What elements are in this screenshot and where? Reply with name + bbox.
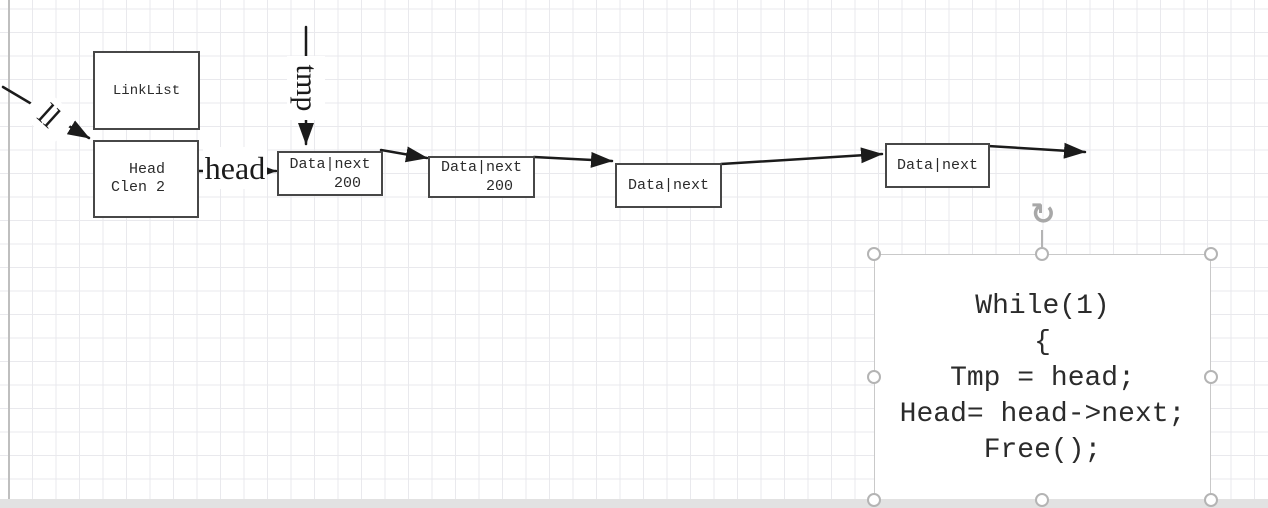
page-edge-line <box>8 0 10 508</box>
selection-handle-top-left[interactable] <box>867 247 881 261</box>
node1-value-label: 200 <box>333 174 361 192</box>
linklist-box[interactable]: LinkList <box>93 51 200 130</box>
node4-fields-label: Data|next <box>896 157 978 174</box>
arrow-node3-to-node4[interactable] <box>719 147 884 166</box>
arrow-node2-to-node3[interactable] <box>532 151 614 168</box>
code-line: Head= head->next; <box>899 399 1186 430</box>
code-line: While(1) <box>975 291 1110 322</box>
canvas-bottom-edge <box>0 499 1268 508</box>
rotate-handle-icon[interactable]: ↻ <box>1030 197 1056 232</box>
selection-handle-bottom-center[interactable] <box>1035 493 1049 507</box>
list-node-2[interactable]: Data|next 200 <box>428 156 535 198</box>
code-text: While(1) { Tmp = head; Head= head->next;… <box>875 255 1210 469</box>
list-node-3[interactable]: Data|next <box>615 163 722 208</box>
node2-fields-label: Data|next <box>440 159 522 176</box>
list-node-4[interactable]: Data|next <box>885 143 990 188</box>
tmp-pointer-label[interactable]: tmp <box>287 56 325 120</box>
selection-handle-top-right[interactable] <box>1204 247 1218 261</box>
node1-fields-label: Data|next <box>289 155 371 173</box>
selection-handle-mid-left[interactable] <box>867 370 881 384</box>
node2-value-label: 200 <box>485 178 513 195</box>
rotate-handle-stem <box>1041 230 1043 248</box>
list-node-1[interactable]: Data|next 200 <box>277 151 383 196</box>
arrow-node4-out[interactable] <box>986 142 1087 159</box>
arrow-node1-to-node2[interactable] <box>379 146 429 163</box>
head-box-line1: Head <box>128 161 165 178</box>
selection-handle-mid-right[interactable] <box>1204 370 1218 384</box>
code-line: { <box>1034 327 1051 358</box>
selection-handle-top-center[interactable] <box>1035 247 1049 261</box>
head-pointer-label[interactable]: head <box>203 147 267 189</box>
node3-fields-label: Data|next <box>627 177 709 194</box>
code-line: Tmp = head; <box>950 363 1135 394</box>
head-box-line2: Clen 2 <box>110 179 165 196</box>
code-line: Free(); <box>983 435 1102 466</box>
code-text-box[interactable]: While(1) { Tmp = head; Head= head->next;… <box>874 254 1211 500</box>
selection-handle-bottom-left[interactable] <box>867 493 881 507</box>
selection-handle-bottom-right[interactable] <box>1204 493 1218 507</box>
head-box[interactable]: Head Clen 2 <box>93 140 199 218</box>
linklist-label: LinkList <box>112 82 181 99</box>
